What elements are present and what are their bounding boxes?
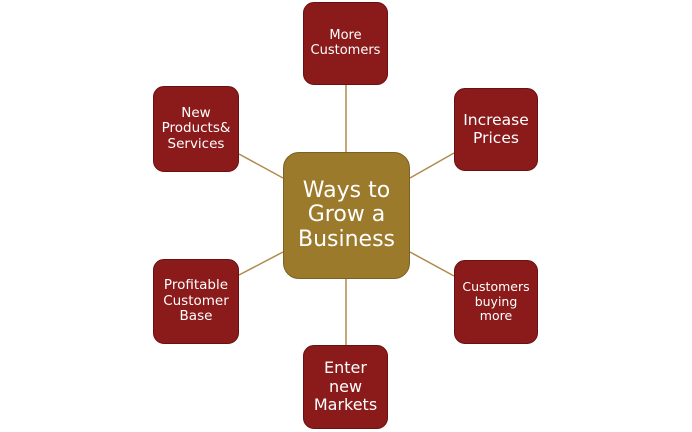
node-customers-buying-more: Customers buying more	[454, 260, 538, 344]
node-new-products-services: New Products& Services	[153, 86, 239, 172]
connector-bottom-right	[409, 251, 455, 277]
node-increase-prices: Increase Prices	[454, 88, 538, 171]
node-enter-new-markets: Enter new Markets	[303, 345, 388, 429]
node-more-customers: More Customers	[303, 2, 388, 85]
connector-top-right	[409, 152, 455, 179]
connector-top-left	[238, 153, 284, 179]
connector-bottom-left	[238, 251, 284, 276]
node-profitable-customer-base: Profitable Customer Base	[153, 259, 239, 344]
center-node-ways-to-grow: Ways to Grow a Business	[283, 152, 410, 279]
